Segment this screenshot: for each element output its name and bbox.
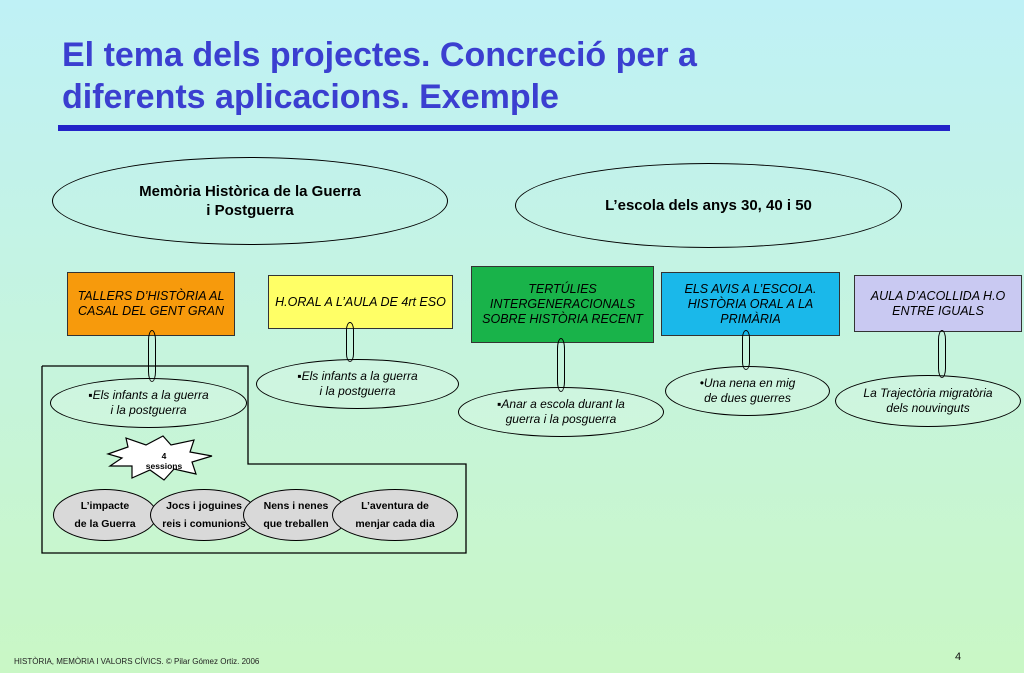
subtopic-oval-avis: •Una nena en mig de dues guerres xyxy=(665,366,830,416)
session-pill-aventura: L’aventura de menjar cada dia xyxy=(332,489,458,541)
subtopic-tallers-line-2: i la postguerra xyxy=(110,403,187,417)
project-box-avis: ELS AVIS A L’ESCOLA. HISTÒRIA ORAL A LA … xyxy=(661,272,840,336)
subtopic-tallers-line-1: ▪Els infants a la guerra xyxy=(88,388,209,402)
session-nens-line-1: Nens i nenes xyxy=(263,500,329,512)
slide-title: El tema dels projectes. Concreció per a … xyxy=(62,34,962,118)
topic-escola-label: L’escola dels anys 30, 40 i 50 xyxy=(605,197,812,214)
session-pill-impacte: L’impacte de la Guerra xyxy=(53,489,157,541)
project-box-tertulies: TERTÚLIES INTERGENERACIONALS SOBRE HISTÒ… xyxy=(471,266,654,343)
session-pill-nens: Nens i nenes que treballen xyxy=(243,489,349,541)
topic-memoria-line-2: i Postguerra xyxy=(206,202,294,219)
topic-oval-memoria: Memòria Històrica de la Guerra i Postgue… xyxy=(52,157,448,245)
title-underline xyxy=(58,125,950,131)
page-number: 4 xyxy=(955,651,962,663)
project-aula-acollida-label: AULA D’ACOLLIDA H.O ENTRE IGUALS xyxy=(870,288,1006,318)
title-line-1: El tema dels projectes. Concreció per a xyxy=(62,36,697,74)
subtopic-avis-line-2: de dues guerres xyxy=(704,391,791,405)
slide-footer: HISTÒRIA, MEMÒRIA I VALORS CÍVICS. © Pil… xyxy=(14,657,260,666)
subtopic-aula-acollida-line-1: La Trajectòria migratòria xyxy=(863,386,993,400)
subtopic-tertulies-line-2: guerra i la posguerra xyxy=(505,412,617,426)
project-box-tallers: TALLERS D’HISTÒRIA AL CASAL DEL GENT GRA… xyxy=(67,272,235,336)
session-nens-line-2: que treballen xyxy=(263,518,329,530)
subtopic-avis-line-1: •Una nena en mig xyxy=(699,376,796,390)
session-impacte-line-1: L’impacte xyxy=(80,500,130,512)
title-line-2: diferents aplicacions. Exemple xyxy=(62,78,559,116)
session-jocs-line-1: Jocs i joguines xyxy=(166,500,242,512)
project-h-oral-label: H.ORAL A L’AULA DE 4rt ESO xyxy=(275,294,446,309)
session-aventura-line-2: menjar cada dia xyxy=(355,518,435,530)
subtopic-aula-acollida-line-2: dels nouvinguts xyxy=(886,401,970,415)
project-avis-label: ELS AVIS A L’ESCOLA. HISTÒRIA ORAL A LA … xyxy=(684,281,817,326)
project-box-aula-acollida: AULA D’ACOLLIDA H.O ENTRE IGUALS xyxy=(854,275,1022,332)
session-pill-jocs: Jocs i joguines reis i comunions xyxy=(150,489,258,541)
subtopic-oval-tallers: ▪Els infants a la guerra i la postguerra xyxy=(50,378,247,428)
subtopic-h-oral-line-1: ▪Els infants a la guerra xyxy=(297,369,418,383)
session-aventura-line-1: L’aventura de xyxy=(361,500,429,512)
subtopic-h-oral-line-2: i la postguerra xyxy=(319,384,396,398)
sessions-badge-word: sessions xyxy=(145,461,183,471)
subtopic-oval-aula-acollida: La Trajectòria migratòria dels nouvingut… xyxy=(835,375,1021,427)
topic-memoria-line-1: Memòria Històrica de la Guerra xyxy=(139,183,361,200)
topic-oval-escola: L’escola dels anys 30, 40 i 50 xyxy=(515,163,902,248)
session-impacte-line-2: de la Guerra xyxy=(74,518,136,530)
session-jocs-line-2: reis i comunions xyxy=(162,518,246,530)
sessions-badge-label: 4 sessions xyxy=(124,451,204,471)
project-tertulies-label: TERTÚLIES INTERGENERACIONALS SOBRE HISTÒ… xyxy=(482,282,643,326)
subtopic-tertulies-line-1: ▪Anar a escola durant la xyxy=(497,397,625,411)
subtopic-oval-tertulies: ▪Anar a escola durant la guerra i la pos… xyxy=(458,387,664,437)
project-tallers-label: TALLERS D’HISTÒRIA AL CASAL DEL GENT GRA… xyxy=(77,289,225,318)
sessions-badge-number: 4 xyxy=(161,451,167,461)
subtopic-oval-h-oral: ▪Els infants a la guerra i la postguerra xyxy=(256,359,459,409)
project-box-h-oral: H.ORAL A L’AULA DE 4rt ESO xyxy=(268,275,453,329)
